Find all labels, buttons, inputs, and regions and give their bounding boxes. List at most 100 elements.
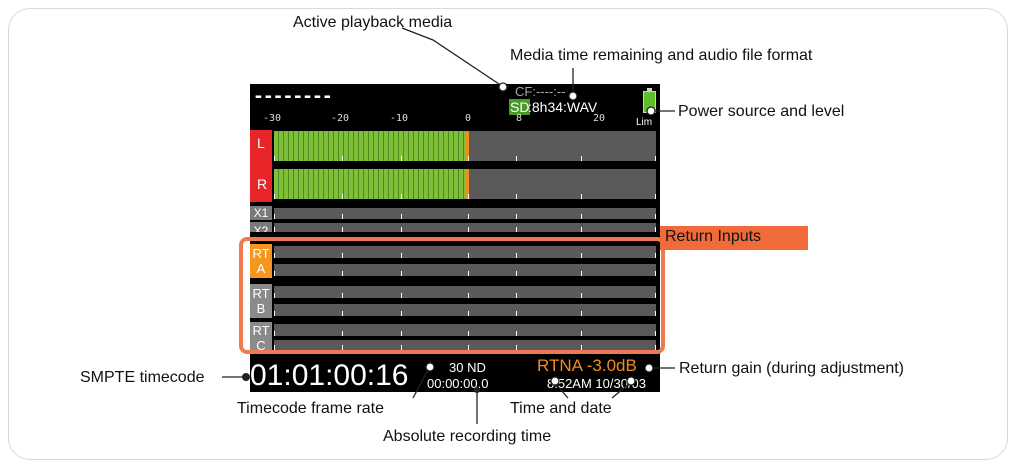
channel-rtb-line2: B bbox=[256, 301, 266, 316]
return-inputs-highlight bbox=[239, 237, 665, 354]
meter-tick bbox=[401, 194, 402, 199]
meter-tick bbox=[401, 227, 402, 232]
meter-x1 bbox=[274, 208, 656, 219]
meter-tick bbox=[581, 253, 582, 258]
frame-rate: 30 ND bbox=[449, 360, 486, 375]
meter-tick bbox=[274, 311, 275, 316]
return-inputs-callout: Return Inputs bbox=[660, 226, 808, 250]
meter-tick bbox=[401, 345, 402, 350]
meter-rtb-1 bbox=[274, 286, 656, 298]
meter-tick bbox=[468, 271, 469, 276]
time-date: 8:52AM 10/30/03 bbox=[547, 376, 647, 391]
label-active-playback-media: Active playback media bbox=[293, 14, 453, 31]
meter-tick bbox=[342, 156, 343, 161]
label-return-gain: Return gain (during adjustment) bbox=[679, 360, 905, 377]
scale-label: 0 bbox=[465, 113, 472, 124]
battery-icon bbox=[643, 88, 656, 114]
meter-tick bbox=[274, 227, 275, 232]
meter-r-level bbox=[274, 169, 465, 199]
meter-rtb-2 bbox=[274, 304, 656, 316]
scale-label: -30 bbox=[263, 113, 282, 124]
channel-label-r: R bbox=[250, 166, 272, 202]
label-absolute-recording-time: Absolute recording time bbox=[383, 428, 552, 445]
lim-indicator: Lim bbox=[636, 117, 653, 128]
meter-tick bbox=[274, 156, 275, 161]
meter-tick bbox=[401, 156, 402, 161]
meter-rta-2 bbox=[274, 264, 656, 276]
meter-tick bbox=[342, 253, 343, 258]
meter-tick bbox=[516, 194, 517, 199]
meter-tick bbox=[516, 156, 517, 161]
meter-tick bbox=[581, 227, 582, 232]
meter-tick bbox=[468, 194, 469, 199]
meter-tick bbox=[468, 345, 469, 350]
meter-tick bbox=[274, 293, 275, 298]
meter-tick bbox=[274, 271, 275, 276]
meter-rtc-2 bbox=[274, 340, 656, 350]
channel-rta-line2: A bbox=[256, 261, 266, 276]
meter-tick bbox=[468, 227, 469, 232]
meter-tick bbox=[468, 156, 469, 161]
meter-tick bbox=[581, 293, 582, 298]
meter-tick bbox=[274, 214, 275, 219]
meter-l-level bbox=[274, 131, 465, 161]
channel-label-l: L bbox=[250, 130, 272, 166]
channel-label-rtc: RT C bbox=[250, 322, 272, 354]
channel-rta-line1: RT bbox=[252, 246, 270, 261]
scale-label: 8 bbox=[516, 113, 523, 124]
channel-label-x1: X1 bbox=[250, 206, 272, 220]
meter-tick bbox=[342, 345, 343, 350]
meter-tick bbox=[655, 227, 656, 232]
meter-tick bbox=[342, 331, 343, 336]
meter-tick bbox=[581, 331, 582, 336]
meter-tick bbox=[401, 271, 402, 276]
meter-tick bbox=[581, 311, 582, 316]
channel-rtc-line2: C bbox=[256, 338, 266, 353]
label-power-source: Power source and level bbox=[678, 103, 845, 120]
meter-tick bbox=[655, 271, 656, 276]
meter-tick bbox=[581, 345, 582, 350]
meter-tick bbox=[655, 156, 656, 161]
sd-remaining: :8h34:WAV bbox=[528, 99, 598, 115]
meter-tick bbox=[468, 293, 469, 298]
meter-tick bbox=[655, 194, 656, 199]
meter-tick bbox=[655, 345, 656, 350]
take-name-dashes: -------- bbox=[253, 86, 333, 107]
meter-tick bbox=[274, 253, 275, 258]
meter-tick bbox=[516, 345, 517, 350]
meter-r-peak bbox=[465, 169, 469, 199]
meter-tick bbox=[401, 214, 402, 219]
meter-tick bbox=[516, 293, 517, 298]
meter-tick bbox=[342, 194, 343, 199]
label-timecode-frame-rate: Timecode frame rate bbox=[237, 400, 385, 417]
meter-tick bbox=[516, 253, 517, 258]
meter-tick bbox=[516, 227, 517, 232]
meter-tick bbox=[655, 311, 656, 316]
cf-status: CF:----:-- bbox=[515, 84, 566, 99]
meter-tick bbox=[516, 331, 517, 336]
channel-rtb-line1: RT bbox=[252, 286, 270, 301]
label-media-time-remaining: Media time remaining and audio file form… bbox=[510, 47, 813, 64]
meter-tick bbox=[468, 214, 469, 219]
scale-label: -10 bbox=[390, 113, 409, 124]
meter-rtc-1 bbox=[274, 324, 656, 336]
meter-tick bbox=[468, 311, 469, 316]
meter-tick bbox=[516, 311, 517, 316]
meter-tick bbox=[342, 271, 343, 276]
meter-tick bbox=[274, 194, 275, 199]
channel-label-rta: RT A bbox=[250, 244, 272, 278]
meter-tick bbox=[655, 214, 656, 219]
meter-x2 bbox=[274, 223, 656, 232]
meter-tick bbox=[468, 331, 469, 336]
meter-tick bbox=[516, 214, 517, 219]
channel-l-text: L bbox=[257, 135, 265, 151]
meter-tick bbox=[342, 311, 343, 316]
channel-x1-text: X1 bbox=[253, 206, 269, 220]
channel-label-x2: X2 bbox=[250, 222, 272, 232]
meter-tick bbox=[342, 293, 343, 298]
meter-tick bbox=[401, 331, 402, 336]
meter-tick bbox=[655, 331, 656, 336]
meter-tick bbox=[655, 253, 656, 258]
channel-r-text: R bbox=[257, 176, 268, 192]
scale-label: -20 bbox=[331, 113, 350, 124]
